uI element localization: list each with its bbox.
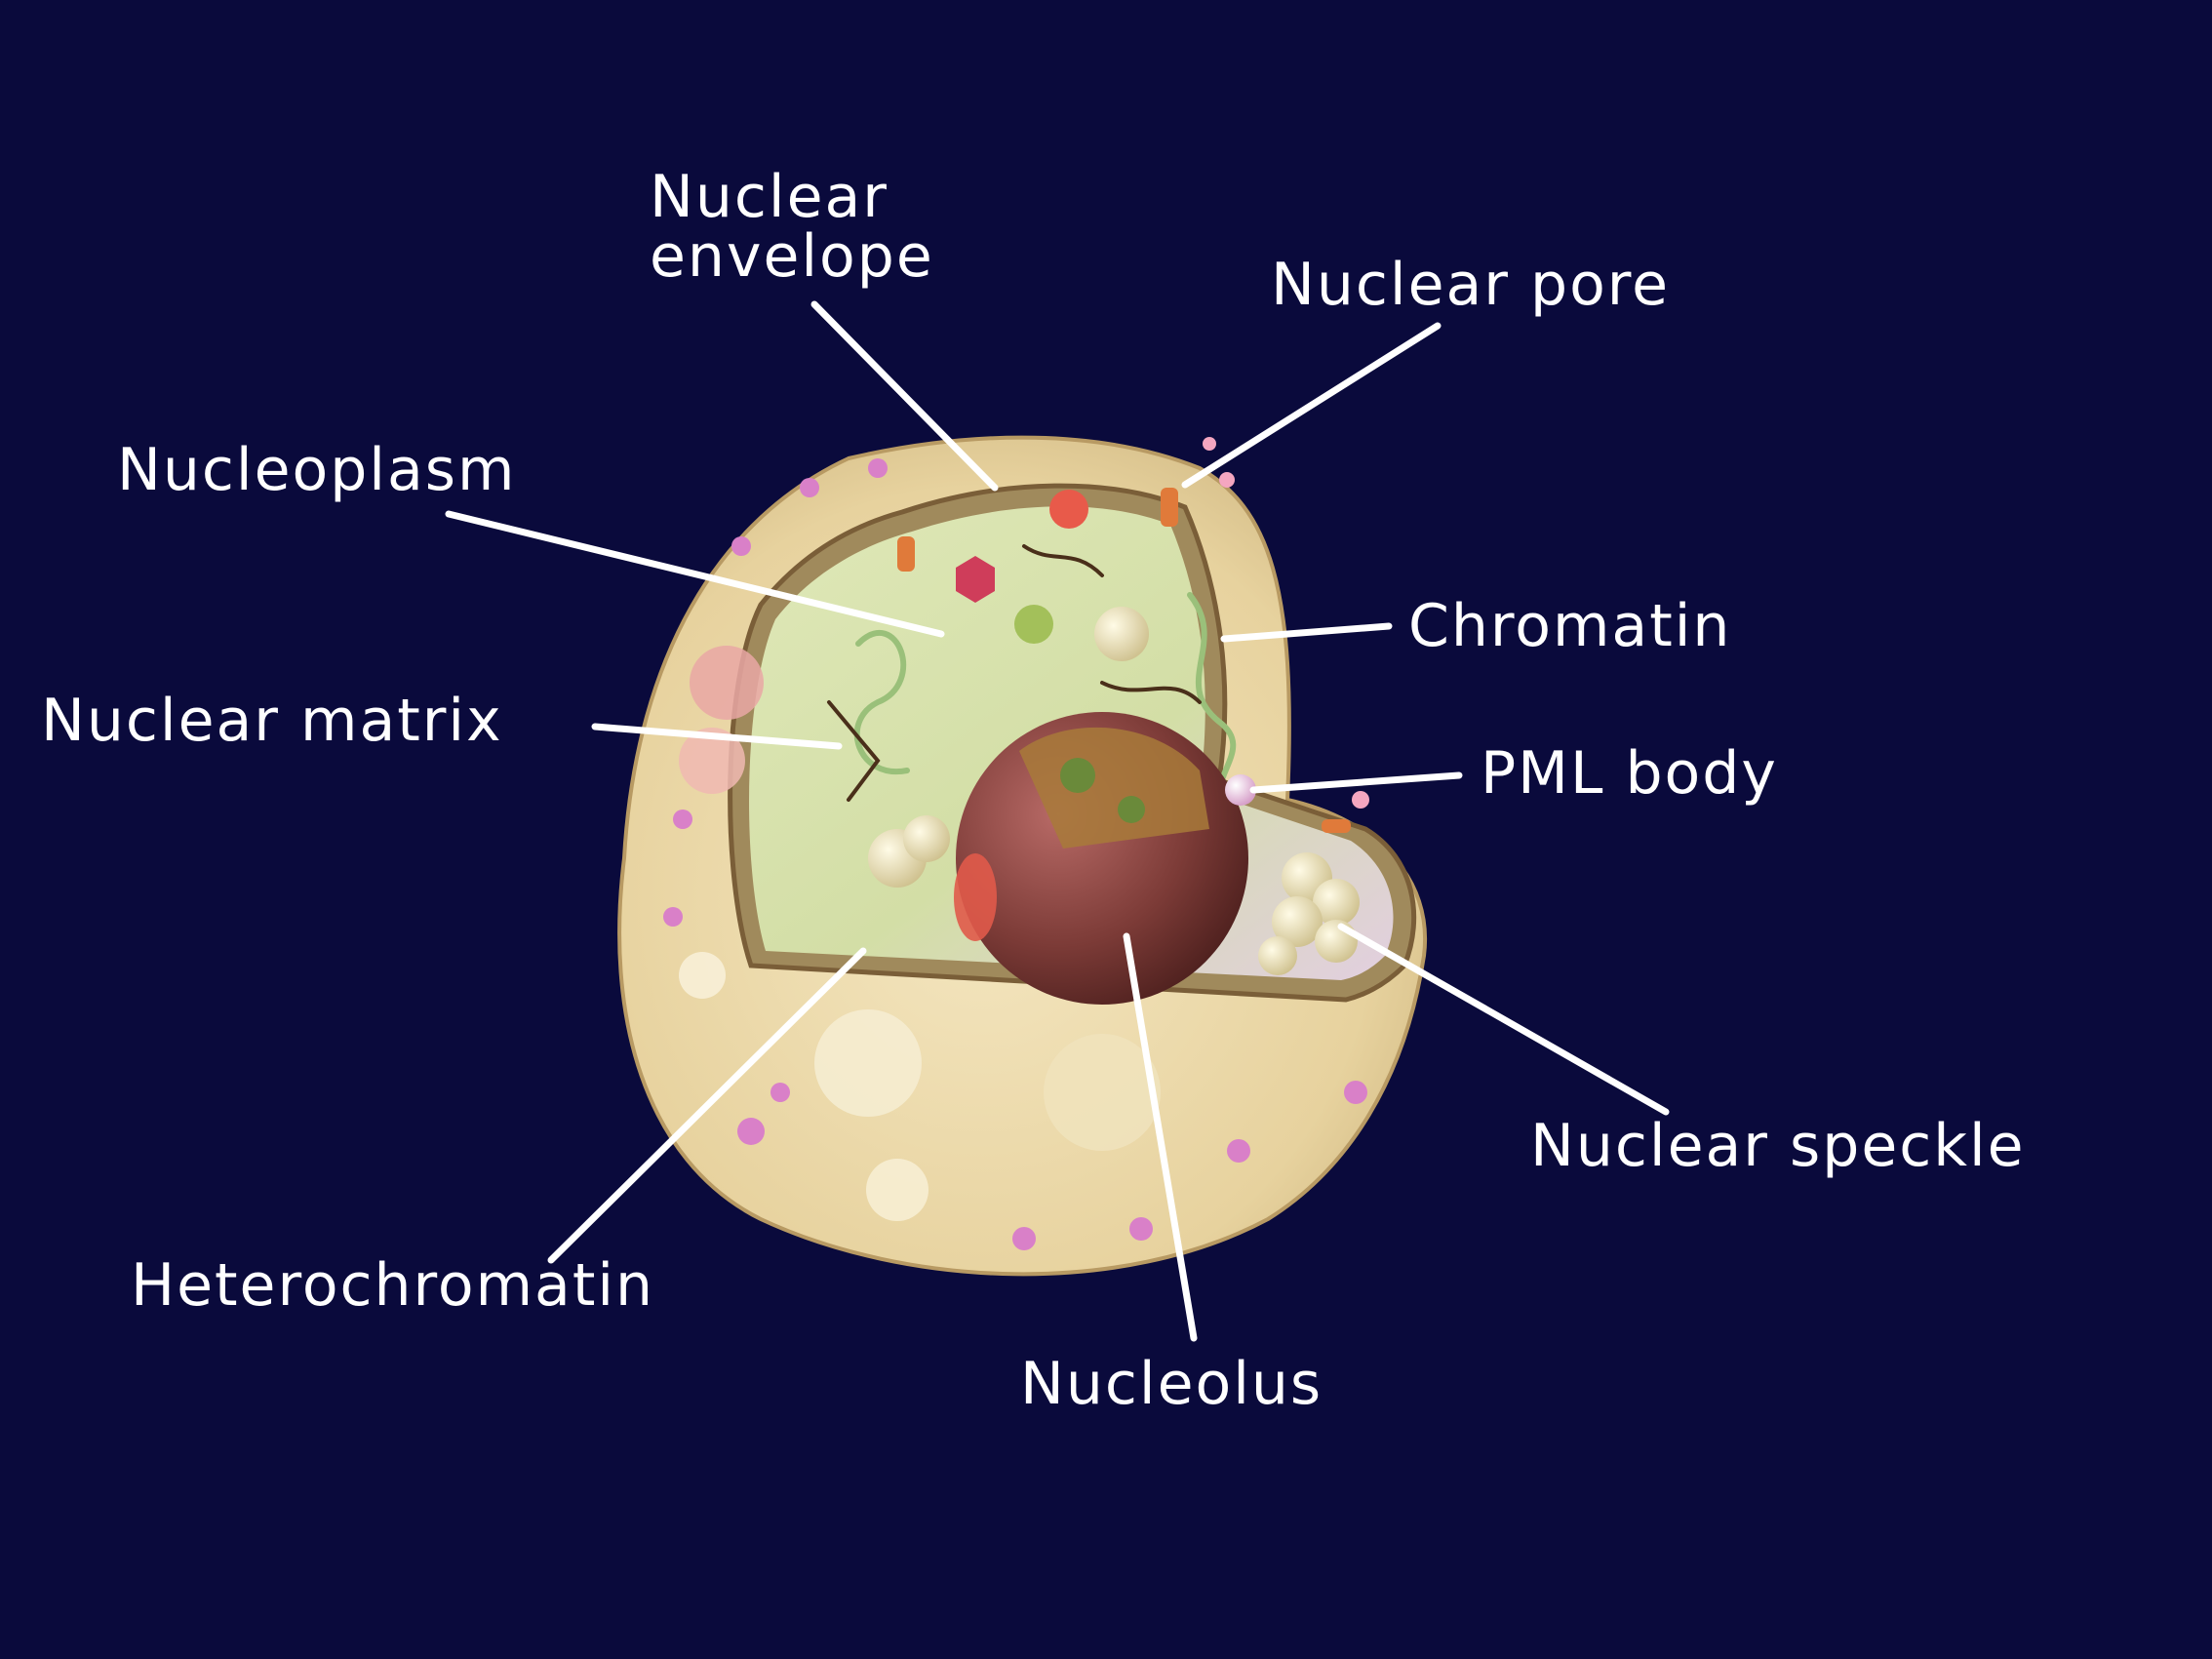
cajal-body [1049, 490, 1088, 529]
label-nucleoplasm: Nucleoplasm [117, 436, 517, 504]
label-heterochromatin: Heterochromatin [131, 1251, 655, 1320]
leader-chromatin [1220, 622, 1393, 643]
label-nuclear-matrix: Nuclear matrix [41, 687, 503, 755]
nuclear-pores [897, 437, 1369, 833]
label-nuclear-speckle: Nuclear speckle [1530, 1112, 2026, 1180]
leader-lines [445, 300, 1670, 1342]
leader-nuclear-speckle [1337, 923, 1670, 1116]
label-pml-body: PML body [1481, 739, 1778, 808]
leader-heterochromatin [547, 947, 867, 1264]
nuclear-body [1014, 605, 1053, 644]
pml-body-dot [1225, 774, 1256, 806]
leader-nuclear-pore [1181, 322, 1442, 489]
leader-nuclear-matrix [591, 723, 843, 750]
internal-speckles [868, 607, 1149, 888]
label-nuclear-envelope: Nuclear envelope [650, 163, 934, 292]
leader-nucleolus [1123, 932, 1198, 1342]
label-chromatin: Chromatin [1408, 592, 1732, 660]
leader-nucleoplasm [445, 510, 945, 638]
nucleolus-body [954, 712, 1248, 1005]
leader-pml-body [1249, 771, 1463, 794]
label-nuclear-pore: Nuclear pore [1271, 251, 1671, 319]
label-nuclear-envelope-line2: envelope [650, 222, 934, 292]
nuclear-body-hex [956, 556, 995, 603]
leader-nuclear-envelope [810, 300, 999, 492]
label-nuclear-envelope-line1: Nuclear [650, 163, 889, 231]
label-nucleolus: Nucleolus [1020, 1350, 1323, 1418]
heterochromatin-clusters [663, 458, 1367, 1250]
